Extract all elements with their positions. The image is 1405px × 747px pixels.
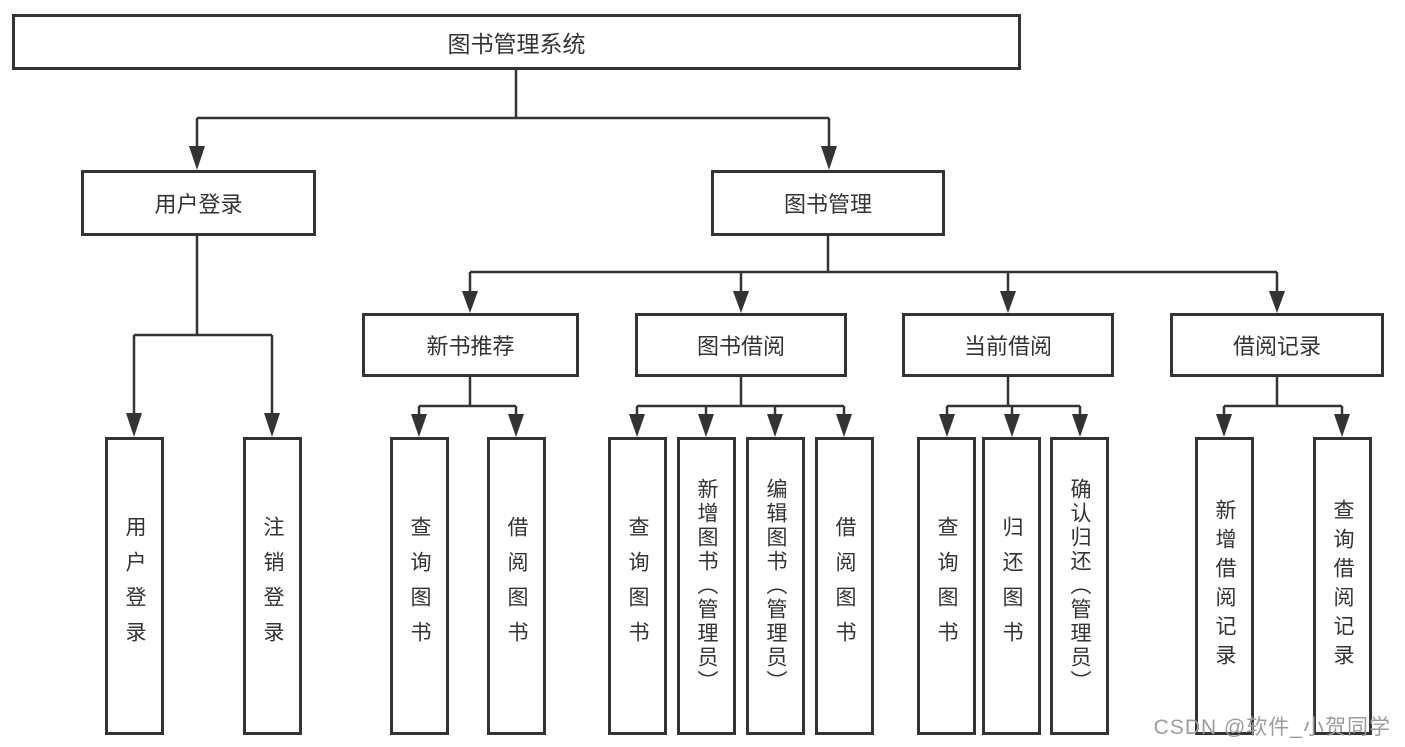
leaf-add-borrow-record: 新增借阅记录 [1195, 437, 1254, 735]
leaf-label: 用户登录 [123, 516, 146, 656]
root-label: 图书管理系统 [447, 31, 586, 57]
leaf-label: 新增借阅记录 [1213, 499, 1236, 673]
node-label: 新书推荐 [426, 334, 515, 359]
leaf-label: 确认归还（管理员） [1068, 478, 1091, 694]
leaf-label: 查询借阅记录 [1331, 499, 1354, 673]
leaf-logout: 注销登录 [243, 437, 302, 735]
node-label: 用户登录 [154, 192, 243, 217]
node-new-book-recommend: 新书推荐 [362, 313, 579, 377]
leaf-label: 编辑图书（管理员） [764, 478, 787, 694]
leaf-label: 归还图书 [1000, 516, 1023, 656]
node-label: 借阅记录 [1232, 334, 1321, 359]
node-label: 图书借阅 [696, 334, 785, 359]
leaf-label: 注销登录 [261, 516, 284, 656]
leaf-return-book: 归还图书 [982, 437, 1041, 735]
leaf-add-book-admin: 新增图书（管理员） [677, 437, 736, 735]
leaf-query-books-borrow: 查询图书 [608, 437, 667, 735]
node-book-management: 图书管理 [711, 170, 945, 236]
node-label: 当前借阅 [963, 334, 1052, 359]
leaf-label: 查询图书 [935, 516, 958, 656]
node-borrow-records: 借阅记录 [1170, 313, 1384, 377]
leaf-query-books-current: 查询图书 [917, 437, 976, 735]
leaf-label: 借阅图书 [505, 516, 528, 656]
node-library-management-system: 图书管理系统 [12, 14, 1021, 70]
node-label: 图书管理 [783, 192, 872, 217]
node-current-borrow: 当前借阅 [902, 313, 1114, 377]
arrowheads [126, 146, 1350, 437]
leaf-query-books-recommend: 查询图书 [390, 437, 449, 735]
leaf-label: 新增图书（管理员） [695, 478, 718, 694]
csdn-watermark: CSDN @软件_小贺同学 [1153, 716, 1391, 739]
leaf-user-login: 用户登录 [105, 437, 164, 735]
leaf-query-borrow-record: 查询借阅记录 [1313, 437, 1372, 735]
leaf-edit-book-admin: 编辑图书（管理员） [746, 437, 805, 735]
node-user-login: 用户登录 [81, 170, 316, 236]
leaf-label: 借阅图书 [833, 516, 856, 656]
leaf-confirm-return-admin: 确认归还（管理员） [1050, 437, 1109, 735]
node-book-borrow: 图书借阅 [635, 313, 847, 377]
leaf-borrow-books: 借阅图书 [815, 437, 874, 735]
leaf-label: 查询图书 [408, 516, 431, 656]
leaf-borrow-books-recommend: 借阅图书 [487, 437, 546, 735]
leaf-label: 查询图书 [626, 516, 649, 656]
